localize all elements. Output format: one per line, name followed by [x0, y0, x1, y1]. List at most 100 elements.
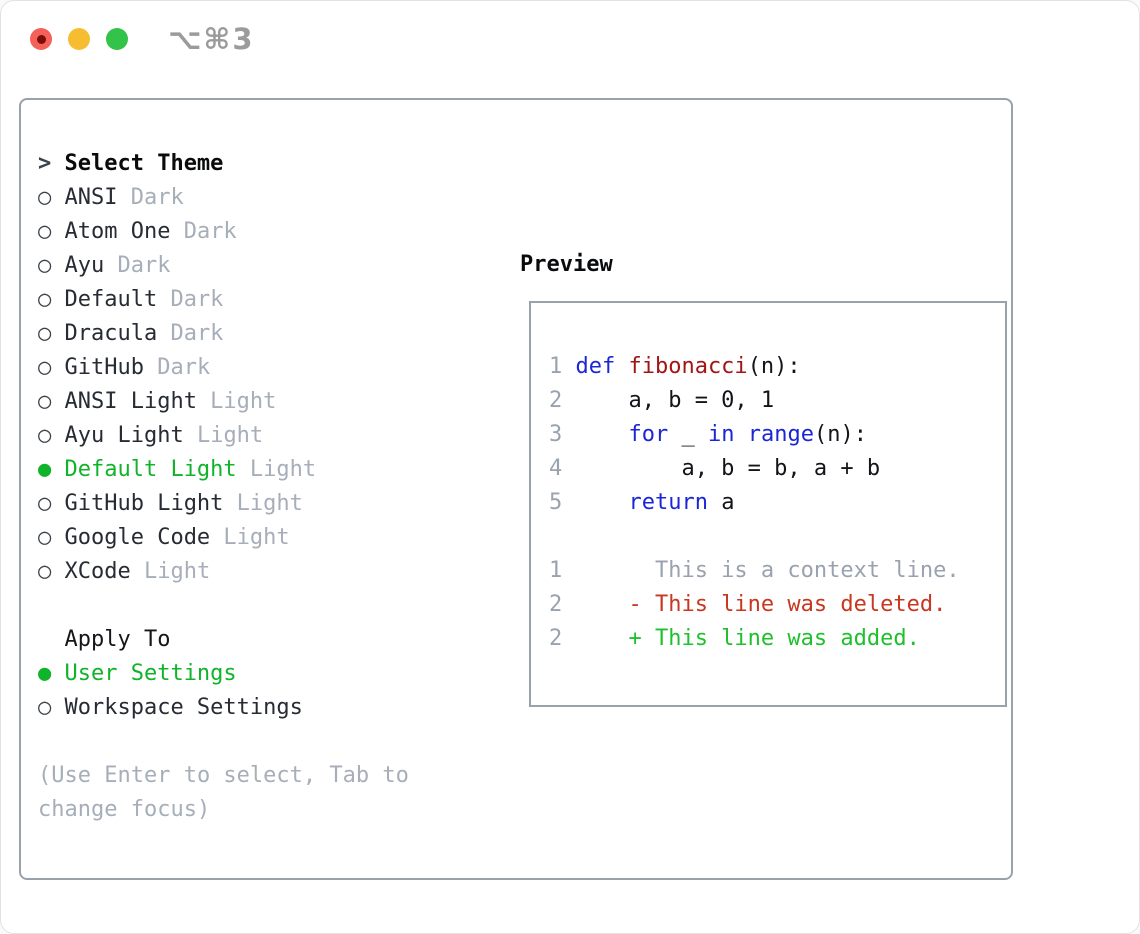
line-number: 1	[549, 558, 563, 583]
code-segment-plain	[575, 490, 628, 515]
theme-option-github-light-light[interactable]: ○ GitHub Light Light	[38, 487, 424, 521]
radio-unselected-icon: ○	[38, 287, 52, 312]
code-segment-plain: _	[668, 422, 708, 447]
theme-list: ○ANSI Dark○Atom One Dark○Ayu Dark○Defaul…	[38, 181, 424, 589]
preview-blank-line	[549, 520, 1005, 554]
radio-unselected-icon: ○	[38, 525, 52, 550]
theme-option-default-dark[interactable]: ○ Default Dark	[38, 283, 424, 317]
code-segment-add: + This line was added.	[575, 626, 920, 651]
preview-line: 3 for _ in range(n):	[549, 418, 1005, 452]
radio-unselected-icon: ○	[38, 185, 52, 210]
theme-name: Ayu Light	[64, 423, 184, 448]
code-segment-kw: def	[575, 354, 629, 379]
apply-option-label: Workspace Settings	[64, 695, 303, 720]
theme-option-ayu-dark[interactable]: ○ Ayu Dark	[38, 249, 424, 283]
theme-name: ANSI	[64, 185, 118, 210]
code-segment-plain: a, b = 0, 1	[575, 388, 775, 413]
select-theme-title: Select Theme	[64, 151, 224, 176]
minimize-button-icon[interactable]	[68, 28, 90, 50]
code-segment-plain	[575, 422, 628, 447]
theme-name: ANSI Light	[64, 389, 197, 414]
preview-line: 4 a, b = b, a + b	[549, 452, 1005, 486]
spacer	[38, 589, 424, 623]
radio-unselected-icon: ○	[38, 695, 52, 720]
radio-unselected-icon: ○	[38, 423, 52, 448]
keyboard-hint: (Use Enter to select, Tab to change focu…	[38, 763, 409, 822]
theme-variant: Light	[223, 491, 303, 516]
radio-selected-icon: ●	[38, 457, 52, 482]
line-number: 4	[549, 456, 563, 481]
apply-to-list: ● User Settings ○ Workspace Settings	[38, 657, 424, 725]
code-segment-fn: fibonacci	[628, 354, 748, 379]
theme-option-ansi-dark[interactable]: ○ ANSI Dark	[38, 181, 424, 215]
line-number: 2	[549, 592, 563, 617]
window-shortcut-label: ⌥⌘3	[168, 22, 255, 56]
code-segment-kw: range	[747, 422, 814, 447]
code-segment-plain: a	[707, 490, 735, 515]
zoom-button-icon[interactable]	[106, 28, 128, 50]
theme-variant: Dark	[104, 253, 171, 278]
apply-option-workspace-settings[interactable]: ○ Workspace Settings	[38, 691, 424, 725]
theme-variant: Dark	[170, 219, 237, 244]
theme-option-ansi-light-light[interactable]: ○ ANSI Light Light	[38, 385, 424, 419]
apply-to-title: Apply To	[64, 627, 171, 652]
preview-blank-line	[549, 316, 1005, 350]
theme-option-github-dark[interactable]: ○ GitHub Dark	[38, 351, 424, 385]
code-segment-plain: a, b = b, a + b	[575, 456, 881, 481]
theme-option-atom-one-dark[interactable]: ○Atom One Dark	[38, 215, 424, 249]
theme-variant: Dark	[157, 321, 224, 346]
preview-line: 2 + This line was added.	[549, 622, 1005, 656]
radio-selected-icon: ●	[38, 661, 52, 686]
preview-line: 5 return a	[549, 486, 1005, 520]
theme-option-google-code-light[interactable]: ○ Google Code Light	[38, 521, 424, 555]
select-theme-header: >Select Theme	[38, 147, 424, 181]
theme-name: GitHub Light	[64, 491, 224, 516]
theme-variant: Dark	[157, 287, 224, 312]
preview-line: 2 a, b = 0, 1	[549, 384, 1005, 418]
radio-unselected-icon: ○	[38, 491, 52, 516]
theme-variant: Light	[210, 525, 290, 550]
apply-option-label: User Settings	[64, 661, 237, 686]
line-number: 1	[549, 354, 563, 379]
theme-option-default-light-light[interactable]: ● Default Light Light	[38, 453, 424, 487]
radio-unselected-icon: ○	[38, 559, 52, 584]
theme-name: GitHub	[64, 355, 144, 380]
theme-option-xcode-light[interactable]: ○XCode Light	[38, 555, 424, 589]
theme-variant: Light	[236, 457, 317, 482]
code-segment-kw: for	[628, 422, 669, 447]
window-controls	[30, 28, 128, 50]
close-button-icon[interactable]	[30, 28, 52, 50]
radio-unselected-icon: ○	[38, 321, 52, 346]
theme-name: Default	[64, 287, 158, 312]
preview-title: Preview	[520, 252, 613, 277]
apply-to-header: Apply To	[38, 623, 424, 657]
radio-unselected-icon: ○	[38, 389, 52, 414]
theme-variant: Dark	[143, 355, 211, 380]
theme-name: Google Code	[64, 525, 211, 550]
theme-variant: Light	[196, 389, 277, 414]
line-number: 3	[549, 422, 563, 447]
theme-name: Default Light	[64, 457, 237, 482]
unsaved-dot-icon	[36, 34, 46, 44]
preview-line: 1 This is a context line.	[549, 554, 1005, 588]
code-segment-plain: (n):	[813, 422, 867, 447]
radio-unselected-icon: ○	[38, 219, 52, 244]
code-segment-kw: return	[628, 490, 708, 515]
line-number: 2	[549, 388, 563, 413]
theme-option-dracula-dark[interactable]: ○ Dracula Dark	[38, 317, 424, 351]
theme-variant: Light	[130, 559, 211, 584]
theme-name: Dracula	[64, 321, 158, 346]
line-number: 2	[549, 626, 563, 651]
radio-unselected-icon: ○	[38, 355, 52, 380]
theme-variant: Dark	[117, 185, 184, 210]
radio-unselected-icon: ○	[38, 253, 52, 278]
code-segment-ctx: This is a context line.	[575, 558, 960, 583]
theme-option-ayu-light-light[interactable]: ○Ayu Light Light	[38, 419, 424, 453]
preview-line: 2 - This line was deleted.	[549, 588, 1005, 622]
line-number: 5	[549, 490, 563, 515]
code-segment-plain: (n):	[747, 354, 801, 379]
apply-option-user-settings[interactable]: ● User Settings	[38, 657, 424, 691]
theme-name: Ayu	[64, 253, 105, 278]
